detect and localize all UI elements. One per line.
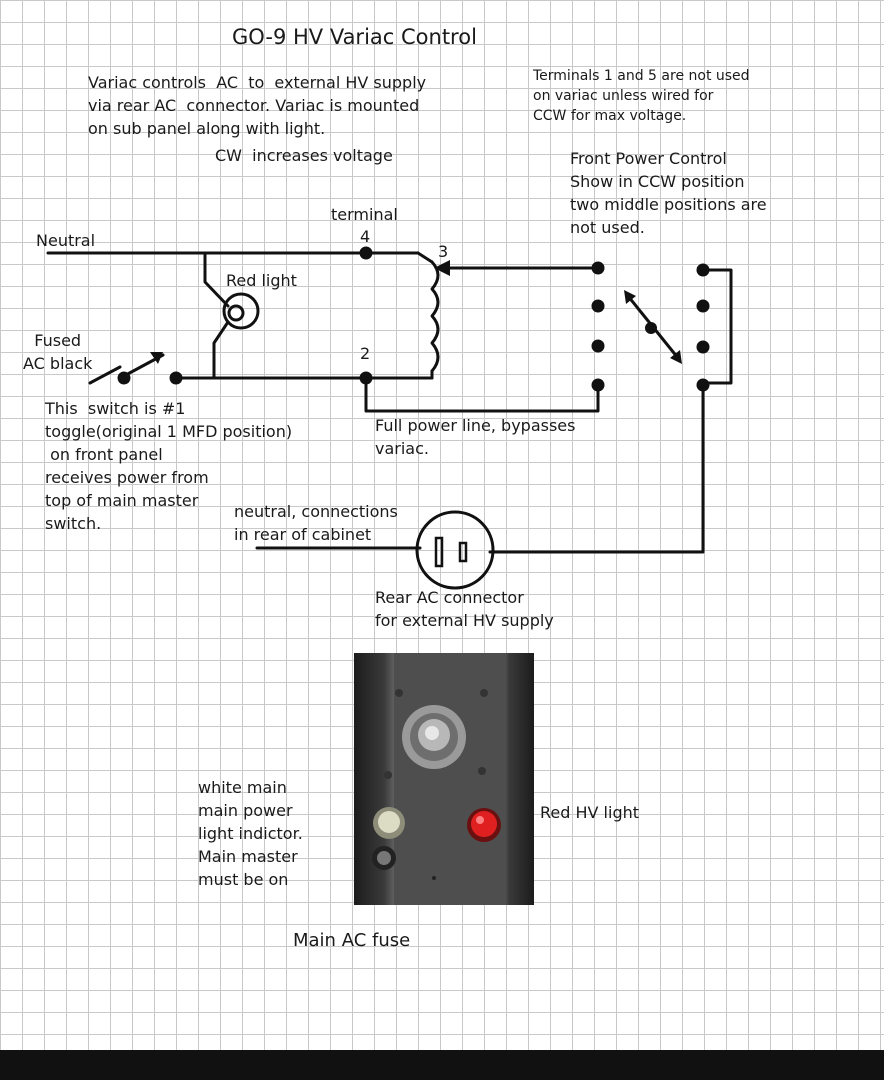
- terminals-note: Terminals 1 and 5 are not used on variac…: [533, 68, 750, 124]
- connector-blade-left: [434, 536, 444, 568]
- output-wire: [488, 383, 705, 554]
- fused-ac-label: Fused AC black: [23, 331, 93, 373]
- cw-note: CW increases voltage: [215, 146, 393, 165]
- front-panel-photo: [354, 653, 534, 905]
- terminal-2-label: 2: [360, 344, 371, 363]
- variac-note: Variac controls AC to external HV supply…: [88, 73, 427, 138]
- connector-blade-right: [458, 541, 468, 563]
- red-light-label: Red light: [226, 271, 297, 290]
- variac-coil: [430, 260, 440, 373]
- terminal-label: terminal: [331, 205, 398, 224]
- wiper-arrowhead: [434, 260, 450, 276]
- front-power-note: Front Power Control Show in CCW position…: [570, 149, 767, 237]
- neutral-rear-label: neutral, connections in rear of cabinet: [234, 502, 398, 544]
- neutral-label: Neutral: [36, 231, 96, 250]
- full-power-line: [364, 376, 600, 413]
- rear-ac-label: Rear AC connector for external HV supply: [375, 588, 554, 630]
- red-light-lead-top: [203, 251, 230, 308]
- main-ac-fuse-label: Main AC fuse: [293, 930, 411, 951]
- switch-note: This switch is #1 toggle(original 1 MFD …: [45, 399, 293, 533]
- terminal-2-dot: [359, 371, 373, 385]
- white-main-label: white main main power light indictor. Ma…: [198, 778, 303, 889]
- rear-ac-connector: [415, 510, 495, 590]
- front-panel-illustration: [372, 653, 506, 905]
- switch-arrowhead: [150, 352, 163, 364]
- red-hv-light-label: Red HV light: [540, 803, 640, 822]
- switch-contact-right: [169, 371, 183, 385]
- switch-return-loop: [701, 268, 733, 385]
- terminal-4-dot: [359, 246, 373, 260]
- red-light-lead-bottom: [212, 320, 230, 380]
- bottom-border: [0, 1050, 884, 1080]
- terminal-4-label: 4: [360, 227, 371, 246]
- switch-contact-left: [117, 371, 131, 385]
- diagram-title: GO-9 HV Variac Control: [232, 25, 477, 49]
- terminal-3-label: 3: [438, 242, 449, 261]
- full-power-label: Full power line, bypasses variac.: [375, 416, 576, 458]
- red-light-symbol: [222, 292, 260, 330]
